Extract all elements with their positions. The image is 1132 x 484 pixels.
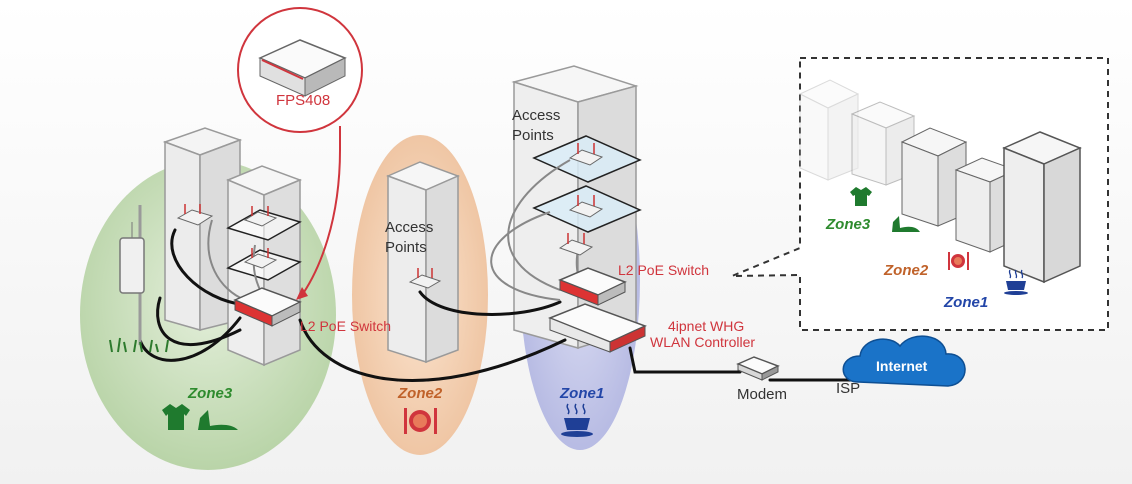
access-points-label-zone2: Access Points — [385, 219, 434, 256]
l2-poe-switch-left-device — [233, 287, 302, 327]
fps408-pointer — [299, 149, 341, 299]
ap-links — [207, 159, 581, 301]
isp-label: ISP — [836, 380, 861, 397]
coffee-cup-icon — [1004, 269, 1028, 295]
zone2-label: Zone2 — [398, 385, 443, 402]
controller-label-line1: 4ipnet WHG — [668, 318, 745, 334]
cables — [138, 228, 862, 382]
access-point — [408, 268, 442, 289]
access-point — [243, 206, 278, 227]
controller-label-line2: WLAN Controller — [650, 334, 756, 350]
access-point — [176, 204, 214, 226]
access-points-label-zone1: Access Points — [512, 107, 561, 144]
access-point — [558, 233, 594, 256]
shoe-icon — [892, 216, 920, 232]
plate-icon — [404, 408, 437, 434]
plate-icon — [948, 252, 969, 270]
access-point — [243, 248, 278, 269]
wlan-controller-device — [547, 303, 647, 353]
internet-label: Internet — [876, 358, 928, 374]
coffee-cup-icon — [561, 403, 593, 437]
l2-poe-switch-left-label: L2 PoE Switch — [300, 318, 392, 334]
grass — [109, 337, 169, 353]
zone1-label: Zone1 — [560, 385, 605, 402]
fps408-device — [258, 39, 347, 97]
zone3-label: Zone3 — [188, 385, 233, 402]
l2-poe-switch-right-device — [558, 267, 627, 306]
internet-cloud — [842, 335, 966, 387]
callout-building — [798, 79, 860, 181]
building-zone2 — [385, 161, 461, 364]
callout-zone2-label: Zone2 — [884, 262, 929, 279]
access-point — [568, 143, 604, 166]
callout-zone3-label: Zone3 — [826, 216, 871, 233]
shoe-icon — [198, 410, 238, 430]
tshirt-icon — [850, 187, 872, 206]
callout-zone1-label: Zone1 — [944, 294, 989, 311]
outdoor-access-point — [119, 205, 145, 345]
modem-device — [736, 356, 780, 381]
access-point — [568, 195, 604, 218]
l2-poe-switch-right-label: L2 PoE Switch — [618, 262, 710, 278]
fps408-label: FPS408 — [276, 92, 331, 109]
callout-building — [1002, 131, 1082, 284]
tshirt-icon — [162, 404, 190, 430]
modem-label: Modem — [737, 386, 788, 403]
